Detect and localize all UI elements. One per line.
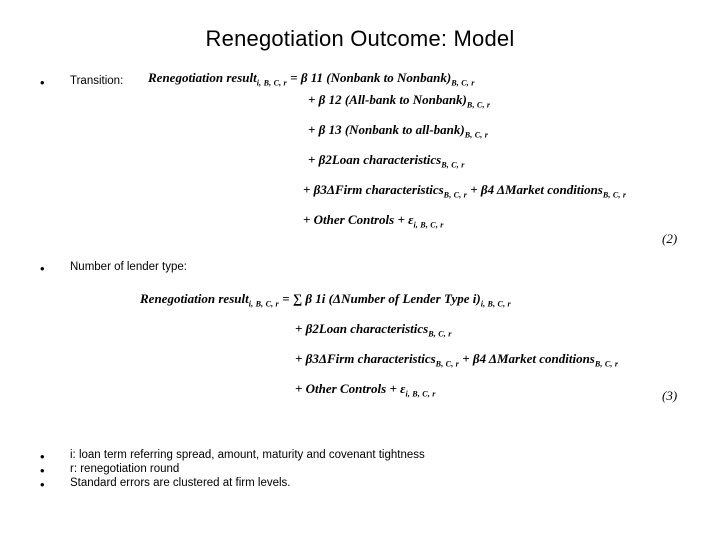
eq1-line1-text: Renegotiation result	[148, 70, 257, 85]
eq1-line5-text: + β3ΔFirm characteristics	[303, 182, 444, 197]
eq1-line1-tailsub: B, C, r	[451, 78, 475, 88]
equation-1: Renegotiation resulti, B, C, r = β 11 (N…	[148, 71, 626, 241]
eq2-line3-tail: + β4 ΔMarket conditions	[459, 351, 595, 366]
eq1-line1-sub: i, B, C, r	[256, 78, 287, 88]
eq1-line6-text: + Other Controls + ε	[303, 212, 414, 227]
bullet-label-lender-type: Number of lender type:	[70, 261, 187, 273]
footnote-marker-3: •	[40, 477, 45, 492]
footnote-text-2: r: renegotiation round	[70, 463, 180, 475]
eq1-line4-sub: B, C, r	[441, 160, 465, 170]
eq2-line3-tailsub: B, C, r	[594, 359, 619, 369]
eq1-line5-tail: + β4 ΔMarket conditions	[467, 182, 603, 197]
bullet-marker-1: •	[40, 75, 45, 90]
eq1-line6-sub: i, B, C, r	[413, 220, 444, 230]
eq2-line1-tailsub: i, B, C, r	[480, 299, 511, 309]
eq1-line5-tailsub: B, C, r	[602, 190, 627, 200]
eq2-line4-sub: i, B, C, r	[405, 389, 436, 399]
eq2-line4-text: + Other Controls + ε	[295, 381, 406, 396]
eq1-line2-sub: B, C, r	[466, 100, 491, 110]
bullet-label-transition: Transition:	[70, 75, 124, 87]
page-title: Renegotiation Outcome: Model	[205, 26, 515, 51]
eq2-line3-text: + β3ΔFirm characteristics	[295, 351, 436, 366]
eq1-line3-sub: B, C, r	[464, 130, 489, 140]
eq2-line3-sub: B, C, r	[435, 359, 459, 369]
eq2-line1-sub: i, B, C, r	[248, 299, 279, 309]
footnote-marker-2: •	[40, 463, 45, 478]
eq2-line2-sub: B, C, r	[428, 329, 452, 339]
eq2-line1-text: Renegotiation result	[140, 291, 249, 306]
eq1-line5-sub: B, C, r	[443, 190, 467, 200]
eq1-line1-tail: = β 11 (Nonbank to Nonbank)	[286, 70, 452, 85]
eq2-line1-tail: = ∑ β 1i (ΔNumber of Lender Type i)	[278, 291, 481, 306]
equation-1-number: (2)	[662, 231, 678, 246]
equation-2-number: (3)	[662, 388, 678, 403]
eq1-line2-text: + β 12 (All-bank to Nonbank)	[308, 92, 467, 107]
bullet-marker-2: •	[40, 261, 45, 276]
equation-2: Renegotiation resulti, B, C, r = ∑ β 1i …	[140, 292, 618, 410]
footnote-text-3: Standard errors are clustered at firm le…	[70, 477, 291, 489]
eq1-line3-text: + β 13 (Nonbank to all-bank)	[308, 122, 465, 137]
footnote-text-1: i: loan term referring spread, amount, m…	[70, 449, 425, 461]
footnote-marker-1: •	[40, 449, 45, 464]
eq1-line4-text: + β2Loan characteristics	[308, 152, 442, 167]
eq2-line2-text: + β2Loan characteristics	[295, 321, 429, 336]
